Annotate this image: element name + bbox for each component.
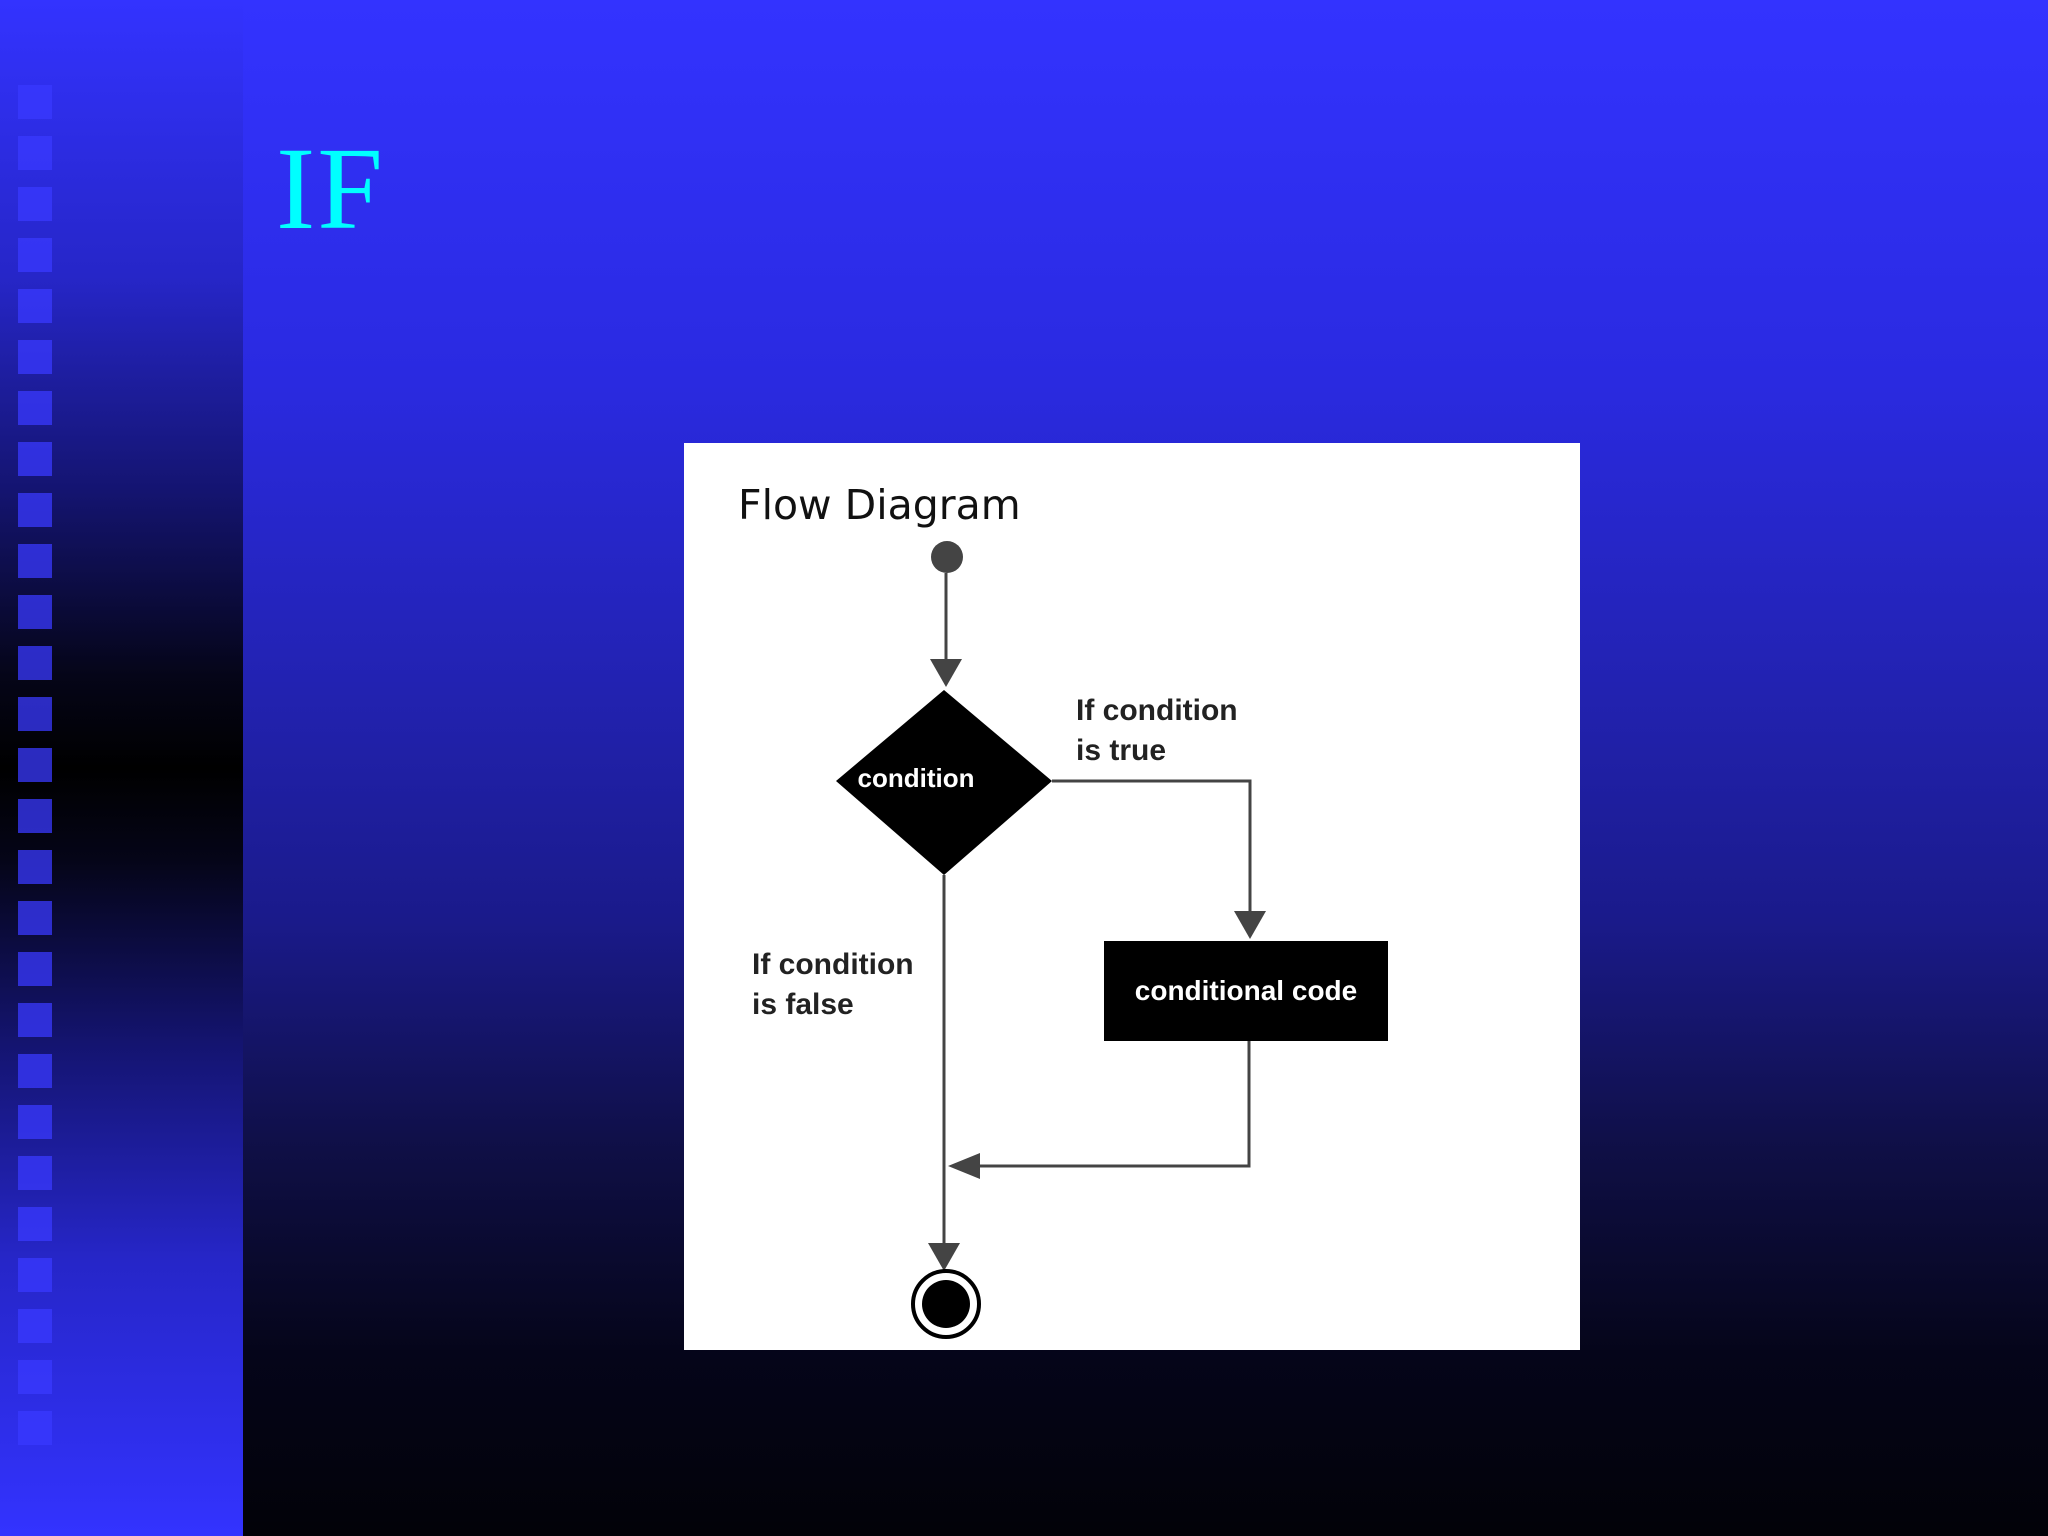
true-branch-arrowhead xyxy=(1234,911,1266,939)
true-branch-connector xyxy=(1052,779,1252,933)
pattern-square xyxy=(18,1105,52,1139)
conditional-code-label: conditional code xyxy=(1134,975,1358,1006)
return-arrowhead xyxy=(948,1153,980,1179)
pattern-square xyxy=(18,1411,52,1445)
pattern-square xyxy=(18,238,52,272)
pattern-square xyxy=(18,493,52,527)
pattern-square xyxy=(18,1156,52,1190)
pattern-square xyxy=(18,1054,52,1088)
condition-decision-node xyxy=(836,690,1052,875)
return-connector xyxy=(956,1041,1251,1168)
pattern-square xyxy=(18,952,52,986)
pattern-square xyxy=(18,544,52,578)
flow-diagram-panel: Flow Diagram condition conditional code … xyxy=(684,443,1580,1350)
pattern-square xyxy=(18,748,52,782)
pattern-square xyxy=(18,1360,52,1394)
flow-diagram-graphic xyxy=(836,541,1388,1339)
pattern-square xyxy=(18,850,52,884)
pattern-square xyxy=(18,187,52,221)
false-branch-arrowhead xyxy=(928,1243,960,1271)
left-decorative-band xyxy=(0,0,243,1536)
pattern-square xyxy=(18,1003,52,1037)
pattern-square xyxy=(18,697,52,731)
pattern-square xyxy=(18,442,52,476)
pattern-square xyxy=(18,85,52,119)
pattern-square xyxy=(18,340,52,374)
pattern-square xyxy=(18,799,52,833)
true-branch-label-line2: is true xyxy=(1076,734,1167,767)
true-branch-label-line1: If condition xyxy=(1076,694,1238,727)
square-pattern xyxy=(18,85,52,1485)
condition-label: condition xyxy=(857,763,975,793)
diagram-title: Flow Diagram xyxy=(738,481,1021,529)
pattern-square xyxy=(18,289,52,323)
pattern-square xyxy=(18,1309,52,1343)
slide-title: IF xyxy=(276,123,385,254)
pattern-square xyxy=(18,646,52,680)
pattern-square xyxy=(18,595,52,629)
pattern-square xyxy=(18,136,52,170)
end-node-inner xyxy=(922,1280,970,1328)
pattern-square xyxy=(18,391,52,425)
start-to-condition-arrowhead xyxy=(930,659,962,687)
start-node xyxy=(931,541,963,573)
pattern-square xyxy=(18,901,52,935)
false-branch-label-line1: If condition xyxy=(752,948,914,981)
conditional-code-process-node xyxy=(1104,941,1388,1041)
pattern-square xyxy=(18,1207,52,1241)
pattern-square xyxy=(18,1258,52,1292)
false-branch-label-line2: is false xyxy=(752,988,854,1021)
